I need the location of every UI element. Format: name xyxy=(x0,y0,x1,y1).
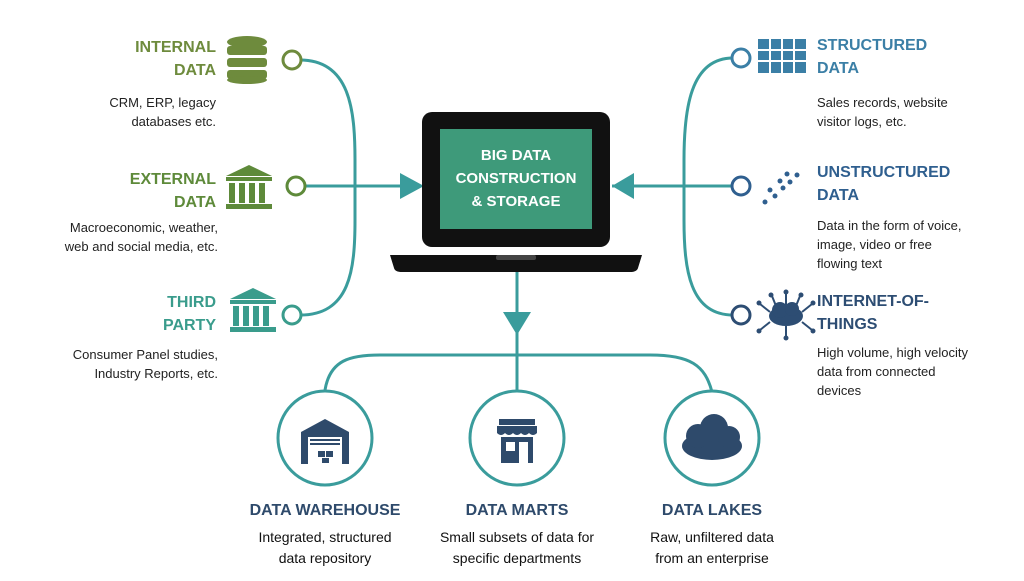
source-desc-external: Macroeconomic, weather, web and social m… xyxy=(64,220,218,254)
table-icon xyxy=(758,39,806,73)
cloud-network-icon xyxy=(756,289,816,341)
source-title-third-party: THIRD PARTY xyxy=(162,294,216,334)
cloud-icon xyxy=(682,414,742,460)
center-title-text: BIG DATA CONSTRUCTION & STORAGE xyxy=(455,147,577,210)
store-icon xyxy=(497,419,537,463)
source-desc-unstructured: Data in the form of voice, image, video … xyxy=(817,218,962,271)
marts-circle xyxy=(468,389,566,487)
node-iot xyxy=(730,304,752,326)
source-title-unstructured: UNSTRUCTURED DATA xyxy=(817,164,951,204)
connector-nodes xyxy=(281,47,752,326)
database-icon xyxy=(227,36,267,84)
bank-icon xyxy=(226,165,272,209)
laptop-base xyxy=(390,255,642,272)
node-third-party xyxy=(281,304,303,326)
warehouse-icon xyxy=(301,419,349,464)
node-structured xyxy=(730,47,752,69)
source-desc-structured: Sales records, website visitor logs, etc… xyxy=(817,95,948,129)
node-external xyxy=(285,175,307,197)
right-arrow-head xyxy=(612,173,634,199)
lakes-circle xyxy=(663,389,761,487)
laptop-screen xyxy=(440,129,592,229)
source-desc-internal: CRM, ERP, legacy databases etc. xyxy=(109,95,216,129)
laptop-icon xyxy=(390,112,642,272)
output-desc-lakes: Raw, unfiltered data from an enterprise xyxy=(650,529,774,566)
laptop-notch xyxy=(496,255,536,260)
output-desc-warehouse: Integrated, structured data repository xyxy=(258,529,392,566)
source-title-internal: INTERNAL DATA xyxy=(135,39,216,79)
source-title-iot: INTERNET-OF- THINGS xyxy=(817,293,929,333)
source-title-external: EXTERNAL DATA xyxy=(129,171,216,211)
source-title-structured: STRUCTURED DATA xyxy=(817,37,928,77)
center-title: BIG DATA CONSTRUCTION & STORAGE xyxy=(440,144,592,213)
warehouse-circle xyxy=(276,389,374,487)
output-desc-marts: Small subsets of data for specific depar… xyxy=(439,529,595,566)
scatter-dots-icon xyxy=(762,171,800,205)
right-bracket-line xyxy=(682,56,734,317)
output-bracket-line xyxy=(323,353,714,393)
output-title-warehouse: DATA WAREHOUSE xyxy=(249,502,401,519)
node-unstructured xyxy=(730,175,752,197)
output-title-lakes: DATA LAKES xyxy=(661,502,763,519)
node-internal xyxy=(281,49,303,71)
left-arrow-head xyxy=(400,173,424,199)
source-desc-iot: High volume, high velocity data from con… xyxy=(817,345,969,398)
bank-icon-third-party xyxy=(230,288,276,332)
output-title-marts: DATA MARTS xyxy=(465,502,569,519)
left-bracket-line xyxy=(299,58,357,317)
down-arrow-head xyxy=(503,312,531,335)
output-circles xyxy=(276,389,761,487)
source-desc-third-party: Consumer Panel studies, Industry Reports… xyxy=(72,347,218,381)
